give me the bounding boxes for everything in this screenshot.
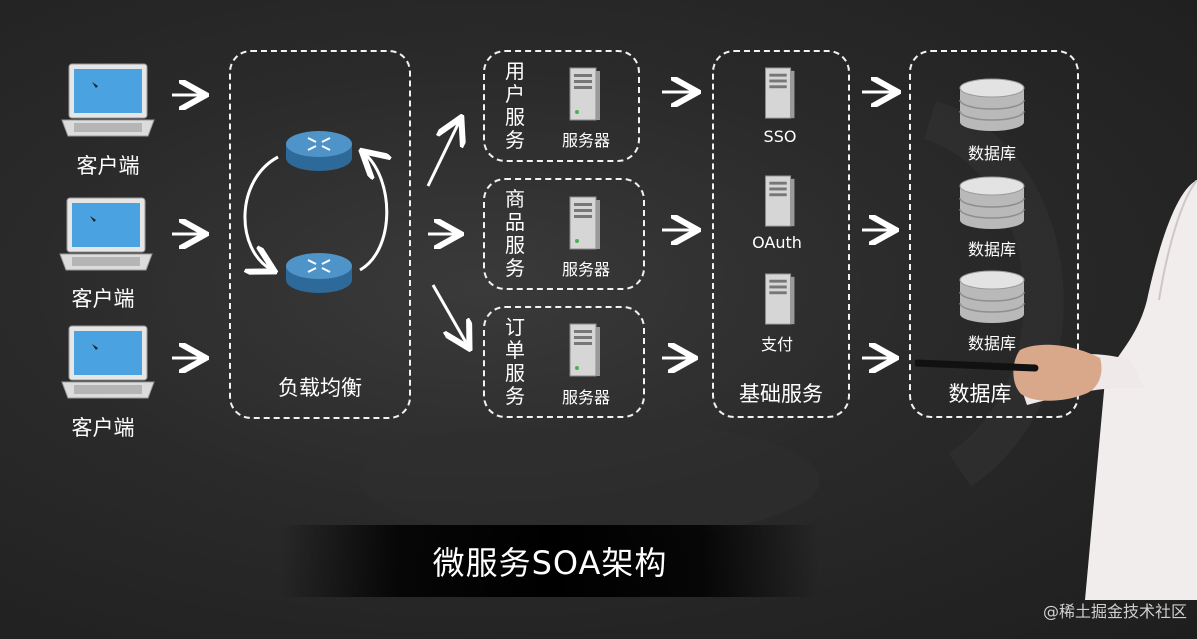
arrow-lb-user xyxy=(426,120,460,187)
database-icon xyxy=(959,176,1025,229)
server-icon xyxy=(765,273,795,325)
database-group xyxy=(909,50,1079,418)
load-balancer-label: 负载均衡 xyxy=(278,376,362,400)
router-icon xyxy=(286,253,352,293)
laptop-icon xyxy=(59,197,153,271)
router-icon xyxy=(286,131,352,171)
database-group-label: 数据库 xyxy=(948,382,1012,406)
client-label-1: 客户端 xyxy=(76,154,140,178)
diagram-title: 微服务SOA架构 xyxy=(432,544,668,582)
server-icon xyxy=(765,67,795,119)
database-icon xyxy=(959,270,1025,323)
server-icon xyxy=(569,67,600,121)
server-label: 服务器 xyxy=(561,388,610,407)
base-service-pay: 支付 xyxy=(760,335,793,354)
base-services-label: 基础服务 xyxy=(739,382,823,406)
laptop-icon xyxy=(61,325,155,399)
arrow-router-loop-left xyxy=(243,155,278,270)
watermark: @稀土掘金技术社区 xyxy=(1042,602,1187,621)
server-label: 服务器 xyxy=(561,131,610,150)
laptop-icon xyxy=(61,63,155,137)
server-icon xyxy=(569,196,600,250)
title-banner xyxy=(280,525,820,597)
database-label: 数据库 xyxy=(967,240,1016,259)
base-services-group xyxy=(712,50,850,418)
service-name-user: 用户服务 xyxy=(505,59,525,152)
load-balancer-group xyxy=(229,50,411,419)
server-icon xyxy=(765,175,795,227)
database-label: 数据库 xyxy=(967,144,1016,163)
arrow-lb-order xyxy=(431,284,468,346)
database-label: 数据库 xyxy=(967,334,1016,353)
client-label-2: 客户端 xyxy=(71,287,135,311)
service-box-product xyxy=(483,178,645,290)
base-service-oauth: OAuth xyxy=(752,233,802,252)
arrow-router-loop-right xyxy=(360,153,387,272)
server-icon xyxy=(569,323,600,377)
service-box-order xyxy=(483,306,645,418)
server-label: 服务器 xyxy=(561,260,610,279)
service-name-order: 订单服务 xyxy=(505,315,525,408)
database-icon xyxy=(959,78,1025,131)
service-box-user xyxy=(483,50,640,162)
client-label-3: 客户端 xyxy=(71,416,135,440)
base-service-sso: SSO xyxy=(763,127,797,146)
presenter-figure xyxy=(915,180,1197,600)
service-name-product: 商品服务 xyxy=(505,187,525,280)
